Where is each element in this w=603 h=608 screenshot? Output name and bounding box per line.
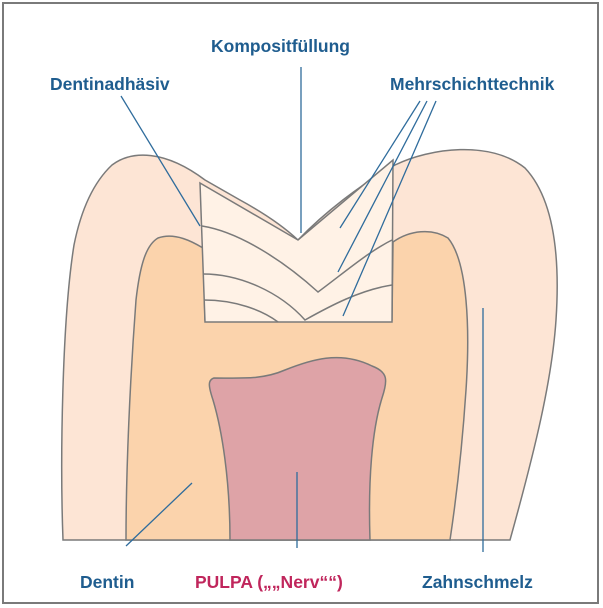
composite-filling [200,160,393,322]
label-dentinadhaesiv: Dentinadhäsiv [50,76,170,94]
label-pulpa: PULPA („„Nerv““) [195,574,343,592]
label-zahnschmelz: Zahnschmelz [422,574,533,592]
label-kompositfuellung: Kompositfüllung [211,38,350,56]
label-dentin: Dentin [80,574,134,592]
label-mehrschichttechnik: Mehrschichttechnik [390,76,554,94]
